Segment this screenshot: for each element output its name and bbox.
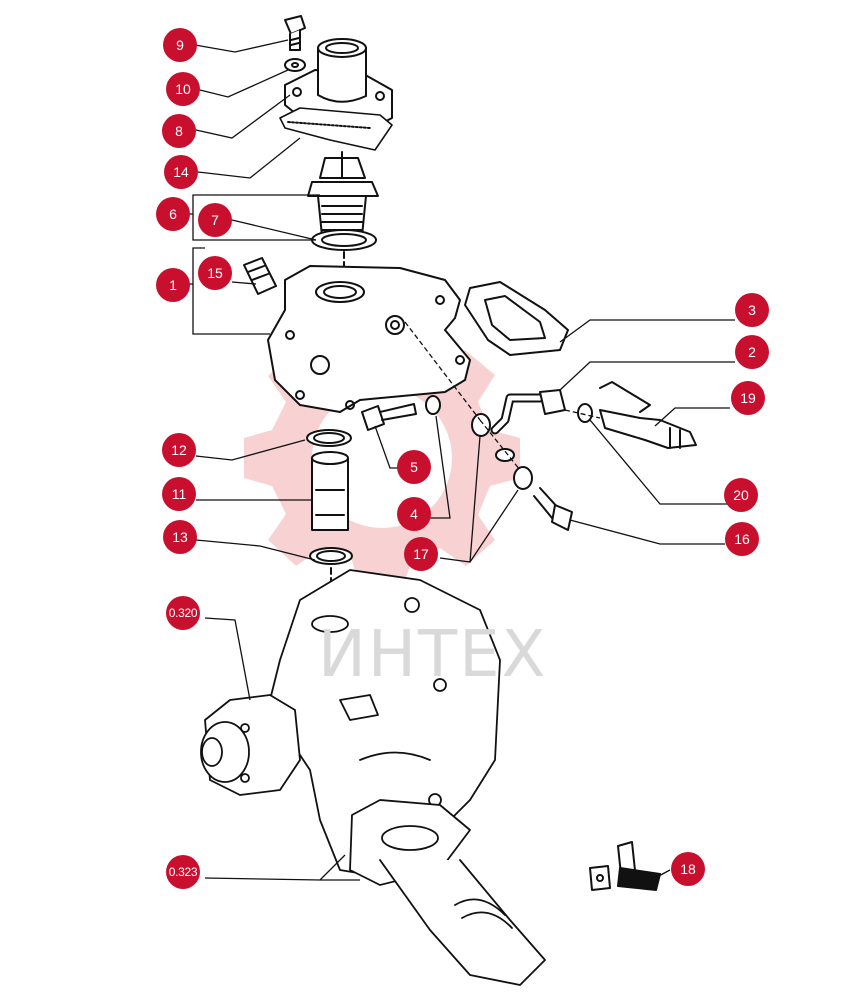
pipe-part [490, 389, 566, 462]
callout-19[interactable]: 19 [731, 381, 765, 415]
callout-14[interactable]: 14 [164, 155, 198, 189]
reference-0-323[interactable]: 0.323 [166, 855, 200, 889]
callout-11[interactable]: 11 [162, 477, 196, 511]
callout-10[interactable]: 10 [166, 72, 200, 106]
callout-6[interactable]: 6 [156, 197, 190, 231]
callout-15[interactable]: 15 [198, 256, 232, 290]
callout-4[interactable]: 4 [397, 497, 431, 531]
callout-17[interactable]: 17 [404, 537, 438, 571]
washer-17b-part [513, 466, 533, 490]
washer-17a-part [471, 413, 491, 437]
bolt-5-part [361, 403, 417, 431]
water-pump-part [200, 569, 546, 986]
reference-0-320[interactable]: 0.320 [166, 596, 200, 630]
callout-16[interactable]: 16 [725, 522, 759, 556]
bolt-part [284, 15, 306, 51]
callout-2[interactable]: 2 [735, 335, 769, 369]
callout-1[interactable]: 1 [156, 268, 190, 302]
callout-3[interactable]: 3 [735, 293, 769, 327]
washer-part [284, 58, 306, 72]
thermostat-housing-part [267, 265, 471, 413]
callout-5[interactable]: 5 [397, 450, 431, 484]
callout-8[interactable]: 8 [162, 114, 196, 148]
washer-4-part [425, 395, 441, 415]
tap-fitting-part [599, 381, 697, 449]
watermark-text: ИНТЕХ [318, 618, 548, 692]
flange-gasket-part [464, 281, 569, 356]
plug-part [243, 257, 277, 295]
callout-7[interactable]: 7 [198, 203, 232, 237]
gasket-part [279, 107, 393, 151]
callout-13[interactable]: 13 [163, 520, 197, 554]
sleeve-part [311, 451, 349, 531]
ring-20-part [577, 403, 593, 423]
bolt-16-part [533, 487, 573, 531]
hardware-kit-part [589, 841, 661, 891]
callout-18[interactable]: 18 [671, 852, 705, 886]
thermostat-part [307, 151, 379, 237]
callout-9[interactable]: 9 [163, 28, 197, 62]
callout-12[interactable]: 12 [162, 433, 196, 467]
callout-20[interactable]: 20 [724, 478, 758, 512]
